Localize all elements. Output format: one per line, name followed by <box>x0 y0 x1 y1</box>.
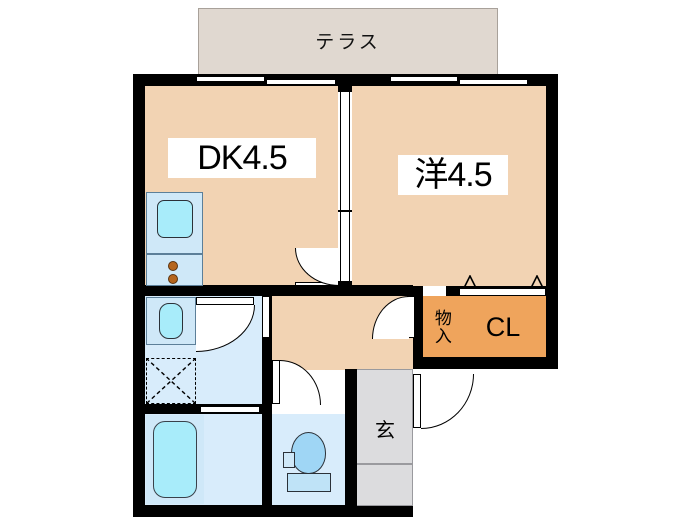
bath-door-panel[interactable] <box>200 406 260 413</box>
vanity-basin <box>159 303 183 339</box>
bathtub <box>153 421 197 498</box>
kitchen-sink-basin <box>157 200 193 238</box>
closet-label: CL <box>485 311 521 342</box>
room-storage <box>423 296 459 357</box>
washroom-door-panel[interactable] <box>262 296 270 338</box>
toilet-bowl <box>291 432 326 474</box>
window-dk-left[interactable] <box>196 76 265 82</box>
room-terrace <box>198 8 498 76</box>
toilet-tank <box>287 473 331 492</box>
washing-machine-cross <box>145 357 197 405</box>
sliding-partition-lower[interactable] <box>340 211 350 281</box>
wall-hall-right-upper <box>338 285 352 296</box>
room-genkan <box>356 369 413 464</box>
washroom-door-top-panel[interactable] <box>196 297 254 305</box>
window-western-mullion <box>458 74 460 86</box>
closet-fold-marker-left <box>462 274 478 289</box>
wall-storage-left <box>413 286 423 369</box>
wall-dk-bottom <box>145 285 295 296</box>
sliding-partition[interactable] <box>340 92 350 211</box>
wall-partition-upper <box>338 86 352 92</box>
room-closet <box>459 296 546 357</box>
window-dk-right[interactable] <box>265 79 336 85</box>
wall-genkan-left <box>345 369 357 517</box>
hall-door-panel-lower[interactable] <box>272 360 280 404</box>
partition-mullion <box>338 210 352 212</box>
genkan-step <box>356 464 413 506</box>
toilet-flush-lever <box>283 452 295 468</box>
wall-left-upper <box>133 74 145 296</box>
wall-genkan-top <box>401 357 558 369</box>
wall-bottom <box>133 505 413 517</box>
entrance-door-swing-arc <box>421 374 474 429</box>
window-western-left[interactable] <box>390 76 458 82</box>
entrance-door-panel[interactable] <box>413 374 421 428</box>
stove-burner-back <box>168 274 178 284</box>
western-room-label: 洋4.5 <box>398 155 508 195</box>
terrace-label: テラス <box>315 31 381 53</box>
closet-fold-marker-right <box>529 274 545 289</box>
stove-burner-front <box>168 261 178 271</box>
wall-toilet-left <box>262 406 272 517</box>
washing-machine-space <box>146 358 196 404</box>
genkan-label: 玄 <box>375 420 395 442</box>
wall-hall-left <box>262 296 272 406</box>
window-dk-mullion <box>265 74 267 86</box>
storage-label: 物入 <box>431 309 451 345</box>
wall-left-lower <box>133 296 145 517</box>
wall-right-upper <box>546 74 558 369</box>
dk-label: DK4.5 <box>168 138 316 178</box>
window-western-right[interactable] <box>458 79 528 85</box>
closet-door-panel[interactable] <box>459 288 546 296</box>
